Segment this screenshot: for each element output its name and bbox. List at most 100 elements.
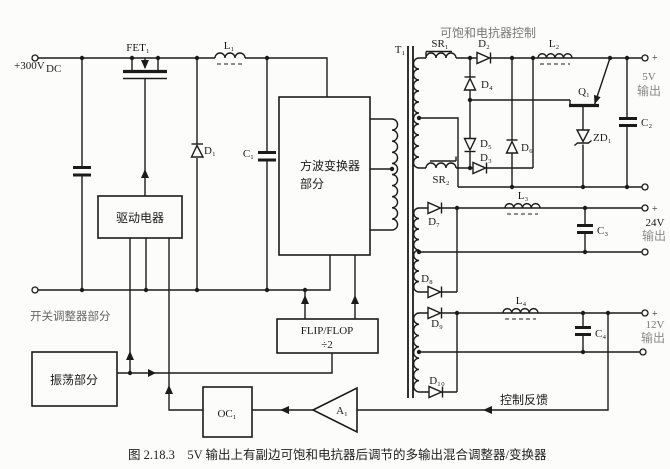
terminals (31, 54, 649, 356)
label-l4: L₄ (516, 295, 527, 307)
output-5v-label: 输出 (637, 83, 661, 98)
capacitor-c4 (575, 326, 591, 336)
diode-d3 (472, 161, 488, 175)
label-l3: L₃ (518, 190, 529, 202)
capacitor-c2 (619, 117, 637, 127)
saturable-reactor-sr1 (425, 50, 457, 59)
label-d4: D₄ (481, 79, 493, 91)
wires-12v-channel (419, 312, 642, 393)
output-5v-plus-terminal (641, 54, 649, 62)
oc1-to-drive-arrow-icon (165, 385, 173, 394)
diode-d4 (463, 76, 477, 91)
label-fet1: FET₁ (126, 42, 150, 54)
output-12v-voltage: 12V (646, 319, 665, 331)
winding-secondary-12v (413, 312, 420, 393)
inductor-l3 (504, 202, 541, 215)
label-d5: D₅ (480, 138, 492, 150)
square-wave-converter-box (278, 96, 371, 256)
diode-d8 (427, 285, 443, 299)
feedback-arrow-icon (483, 406, 492, 414)
signal-flow-arrows (126, 169, 492, 414)
label-d7: D₇ (428, 216, 440, 228)
figure-caption: 图 2.18.3 5V 输出上有副边可饱和电抗器后调节的多输出混合调整器/变换器 (128, 447, 547, 462)
label-c3: C₃ (597, 225, 608, 237)
label-c1: C₁ (243, 148, 254, 160)
label-flipflop-line2: ÷2 (321, 339, 333, 351)
output-24v-plus-terminal (641, 204, 649, 212)
inductor-l2 (537, 53, 573, 65)
osc-to-drive-arrow-icon (126, 351, 134, 360)
diode-d1 (190, 143, 205, 158)
diode-d2 (476, 51, 492, 65)
fet-arrow-icon (141, 60, 149, 69)
output-24v-label: 输出 (642, 228, 666, 243)
output-24v-voltage: 24V (646, 217, 665, 229)
inductor-l4 (502, 307, 539, 320)
label-d10: D₁₀ (429, 375, 445, 387)
oscillator-box (31, 351, 118, 407)
label-oc1: OC₁ (217, 408, 236, 420)
output-12v-plus-terminal (641, 309, 649, 317)
label-saturable-control: 可饱和电抗器控制 (440, 25, 536, 40)
junction-dots (79, 55, 630, 376)
labels: +300V DC FET₁ L₁ D₁ C₁ T₁ 可饱和电抗器控制 方波变换器… (14, 25, 666, 462)
winding-secondary-5v (412, 57, 420, 169)
a1-to-oc1-arrow-icon (280, 406, 289, 414)
wires-24v-channel (419, 207, 642, 293)
diode-d9 (427, 306, 443, 320)
capacitor-c1 (258, 151, 276, 162)
label-d3: D₃ (480, 152, 492, 164)
capacitor-c3 (577, 224, 593, 234)
output-24v-plus-sign: + (652, 204, 658, 215)
saturable-reactor-sr2 (425, 156, 457, 169)
output-12v-plus-sign: + (652, 309, 658, 320)
transistor-q1 (569, 94, 601, 108)
amplifier-a1 (311, 386, 358, 434)
diode-d6 (505, 139, 519, 154)
diode-d5 (463, 137, 477, 153)
diode-d10 (428, 385, 444, 399)
label-a1: A₁ (336, 405, 348, 417)
output-5v-plus-sign: + (652, 53, 658, 64)
label-q1: Q₁ (578, 86, 590, 98)
input-terminal (31, 54, 39, 62)
gate-drive-arrow-icon (141, 169, 149, 178)
output-24v-return-terminal (641, 248, 649, 256)
drive-box (97, 195, 183, 239)
label-d2: D₂ (478, 38, 490, 50)
label-sr1: SR₁ (431, 38, 448, 50)
input-return-terminal (31, 286, 39, 294)
fet1-symbol (123, 60, 167, 80)
osc-to-ff-arrow-icon (148, 369, 156, 377)
label-c2: C₂ (641, 117, 652, 129)
label-converter-line2: 部分 (300, 176, 324, 191)
ff-out-left-arrow-icon (301, 295, 309, 304)
wires-5v-channel (419, 57, 642, 188)
output-5v-return-terminal (641, 183, 649, 191)
label-switch-regulator-section: 开关调整器部分 (30, 309, 111, 323)
label-d9: D₉ (431, 318, 443, 330)
label-converter-line1: 方波变换器 (300, 158, 360, 173)
label-sr2: SR₂ (432, 174, 449, 186)
label-d1: D₁ (204, 145, 216, 157)
label-t1: T₁ (395, 44, 406, 56)
label-d6: D₆ (521, 142, 533, 154)
wires-input-buck-section (38, 57, 609, 411)
inductor-l1 (214, 52, 246, 65)
input-voltage-label: +300V (14, 60, 45, 72)
label-zd1: ZD₁ (593, 132, 612, 144)
label-c4: C₄ (595, 328, 606, 340)
output-5v-voltage: 5V (642, 71, 656, 83)
label-control-feedback: 控制反馈 (500, 393, 548, 407)
input-voltage-sub: DC (46, 63, 61, 75)
label-d8: D₈ (421, 273, 433, 285)
zener-zd1 (574, 129, 592, 147)
capacitor-input (73, 166, 91, 177)
output-12v-return-terminal (639, 348, 647, 356)
label-l2: L₂ (549, 38, 560, 50)
transformer-core (407, 46, 414, 398)
winding-primary (391, 118, 399, 231)
ff-out-right-arrow-icon (351, 295, 359, 304)
